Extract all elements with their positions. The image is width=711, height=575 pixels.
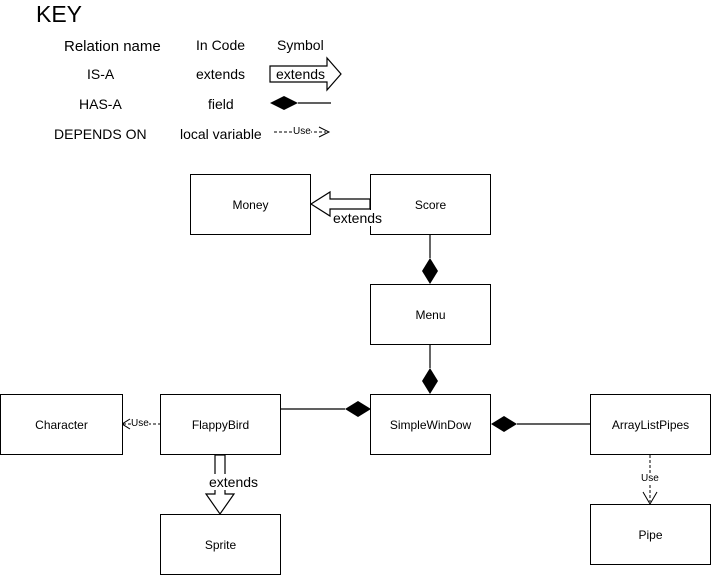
key-relation-has-a: HAS-A (79, 96, 122, 112)
class-flappybird[interactable]: FlappyBird (160, 394, 281, 455)
key-relation-is-a: IS-A (87, 66, 115, 82)
simplewindow-right-diamond-icon (491, 416, 517, 432)
key-code-extends: extends (196, 66, 246, 82)
key-open-arrow-icon (318, 126, 331, 138)
simplewindow-top-diamond-icon (422, 368, 438, 394)
key-diamond-icon (270, 96, 298, 110)
class-sprite[interactable]: Sprite (160, 514, 281, 575)
key-header-relation: Relation name (64, 38, 161, 55)
key-extends-symbol-label: extends (276, 66, 326, 82)
class-score[interactable]: Score (370, 174, 491, 235)
key-extends-arrow-icon (269, 56, 342, 92)
flappybird-sprite-extends-label: extends (209, 474, 259, 490)
score-money-extends-arrow-icon (309, 190, 371, 218)
class-arraylistpipes[interactable]: ArrayListPipes (590, 394, 711, 455)
key-header-code: In Code (196, 37, 246, 53)
key-code-field: field (208, 96, 234, 112)
simplewindow-left-diamond-icon (345, 401, 371, 417)
class-pipe[interactable]: Pipe (590, 504, 711, 565)
class-menu[interactable]: Menu (370, 284, 491, 345)
key-title: KEY (36, 1, 83, 27)
flappybird-character-use-label: Use (131, 418, 149, 429)
key-header-symbol: Symbol (277, 37, 324, 53)
class-simplewindow[interactable]: SimpleWinDow (370, 394, 491, 455)
key-code-local-variable: local variable (180, 126, 262, 142)
score-money-extends-label: extends (333, 210, 383, 226)
class-money[interactable]: Money (190, 174, 311, 235)
arraylistpipes-pipe-use-label: Use (641, 473, 659, 484)
key-use-symbol-label: Use (293, 126, 311, 137)
menu-diamond-icon (422, 258, 438, 284)
key-relation-depends-on: DEPENDS ON (54, 126, 147, 142)
class-character[interactable]: Character (0, 394, 123, 455)
